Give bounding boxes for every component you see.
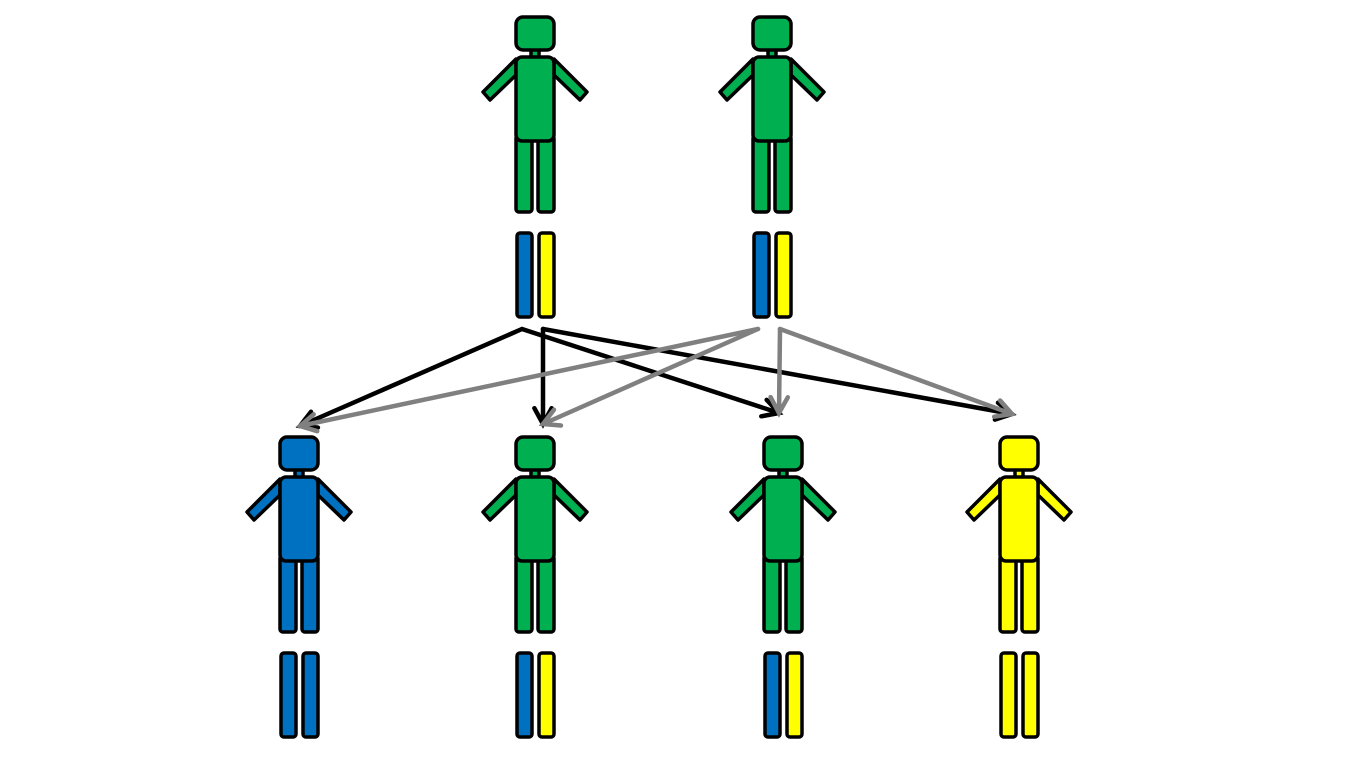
right-leg bbox=[784, 553, 804, 634]
right-leg bbox=[773, 133, 793, 214]
torso bbox=[762, 475, 804, 563]
left-leg bbox=[514, 133, 534, 214]
chromosome-2 bbox=[537, 231, 556, 319]
head bbox=[998, 435, 1040, 472]
left-arm bbox=[965, 477, 1002, 522]
head bbox=[751, 15, 793, 52]
right-arm bbox=[316, 477, 353, 522]
inheritance-arrow bbox=[768, 326, 791, 418]
arrow-head-icon bbox=[538, 407, 564, 428]
left-arm bbox=[718, 57, 755, 102]
right-leg bbox=[1020, 553, 1040, 634]
left-leg bbox=[278, 553, 298, 634]
left-arm bbox=[729, 477, 766, 522]
torso bbox=[514, 55, 556, 143]
right-leg bbox=[536, 133, 556, 214]
chromosome-2 bbox=[537, 651, 556, 739]
left-leg bbox=[998, 553, 1018, 634]
chromosome-2 bbox=[774, 231, 793, 319]
chromosome-2 bbox=[785, 651, 804, 739]
left-leg bbox=[751, 133, 771, 214]
chromosome-2 bbox=[301, 651, 320, 739]
arrow-shaft bbox=[297, 326, 525, 429]
right-arm bbox=[552, 57, 589, 102]
child-figure-2 bbox=[481, 435, 589, 739]
parent-figure-2 bbox=[718, 15, 826, 319]
child-figure-4 bbox=[965, 435, 1073, 739]
child-figure-1 bbox=[245, 435, 353, 739]
left-leg bbox=[514, 553, 534, 634]
arrow-shaft bbox=[776, 326, 783, 416]
arrow-head-icon bbox=[768, 394, 791, 418]
inheritance-arrow bbox=[538, 326, 761, 428]
parent-figure-1 bbox=[481, 15, 589, 319]
torso bbox=[278, 475, 320, 563]
head bbox=[514, 435, 556, 472]
left-arm bbox=[481, 57, 518, 102]
chromosome-1 bbox=[999, 651, 1018, 739]
right-arm bbox=[800, 477, 837, 522]
chromosome-1 bbox=[279, 651, 298, 739]
chromosome-2 bbox=[1021, 651, 1040, 739]
right-arm bbox=[789, 57, 826, 102]
arrow-head-icon bbox=[295, 412, 320, 434]
right-arm bbox=[552, 477, 589, 522]
arrow-shaft bbox=[297, 326, 761, 429]
head bbox=[514, 15, 556, 52]
arrow-head-icon bbox=[991, 398, 1017, 419]
chromosome-1 bbox=[763, 651, 782, 739]
arrow-shaft bbox=[519, 326, 782, 416]
right-leg bbox=[536, 553, 556, 634]
head bbox=[278, 435, 320, 472]
inheritance-arrow bbox=[295, 326, 525, 430]
chromosome-1 bbox=[515, 231, 534, 319]
child-figure-3 bbox=[729, 435, 837, 739]
inheritance-arrow bbox=[777, 326, 1017, 419]
right-leg bbox=[300, 553, 320, 634]
head bbox=[762, 435, 804, 472]
chromosome-1 bbox=[515, 651, 534, 739]
left-arm bbox=[245, 477, 282, 522]
arrow-shaft bbox=[777, 326, 1015, 417]
torso bbox=[514, 475, 556, 563]
left-leg bbox=[762, 553, 782, 634]
torso bbox=[751, 55, 793, 143]
inheritance-arrow bbox=[295, 326, 761, 434]
left-arm bbox=[481, 477, 518, 522]
arrow-shaft bbox=[540, 326, 761, 427]
torso bbox=[998, 475, 1040, 563]
right-arm bbox=[1036, 477, 1073, 522]
chromosome-1 bbox=[752, 231, 771, 319]
